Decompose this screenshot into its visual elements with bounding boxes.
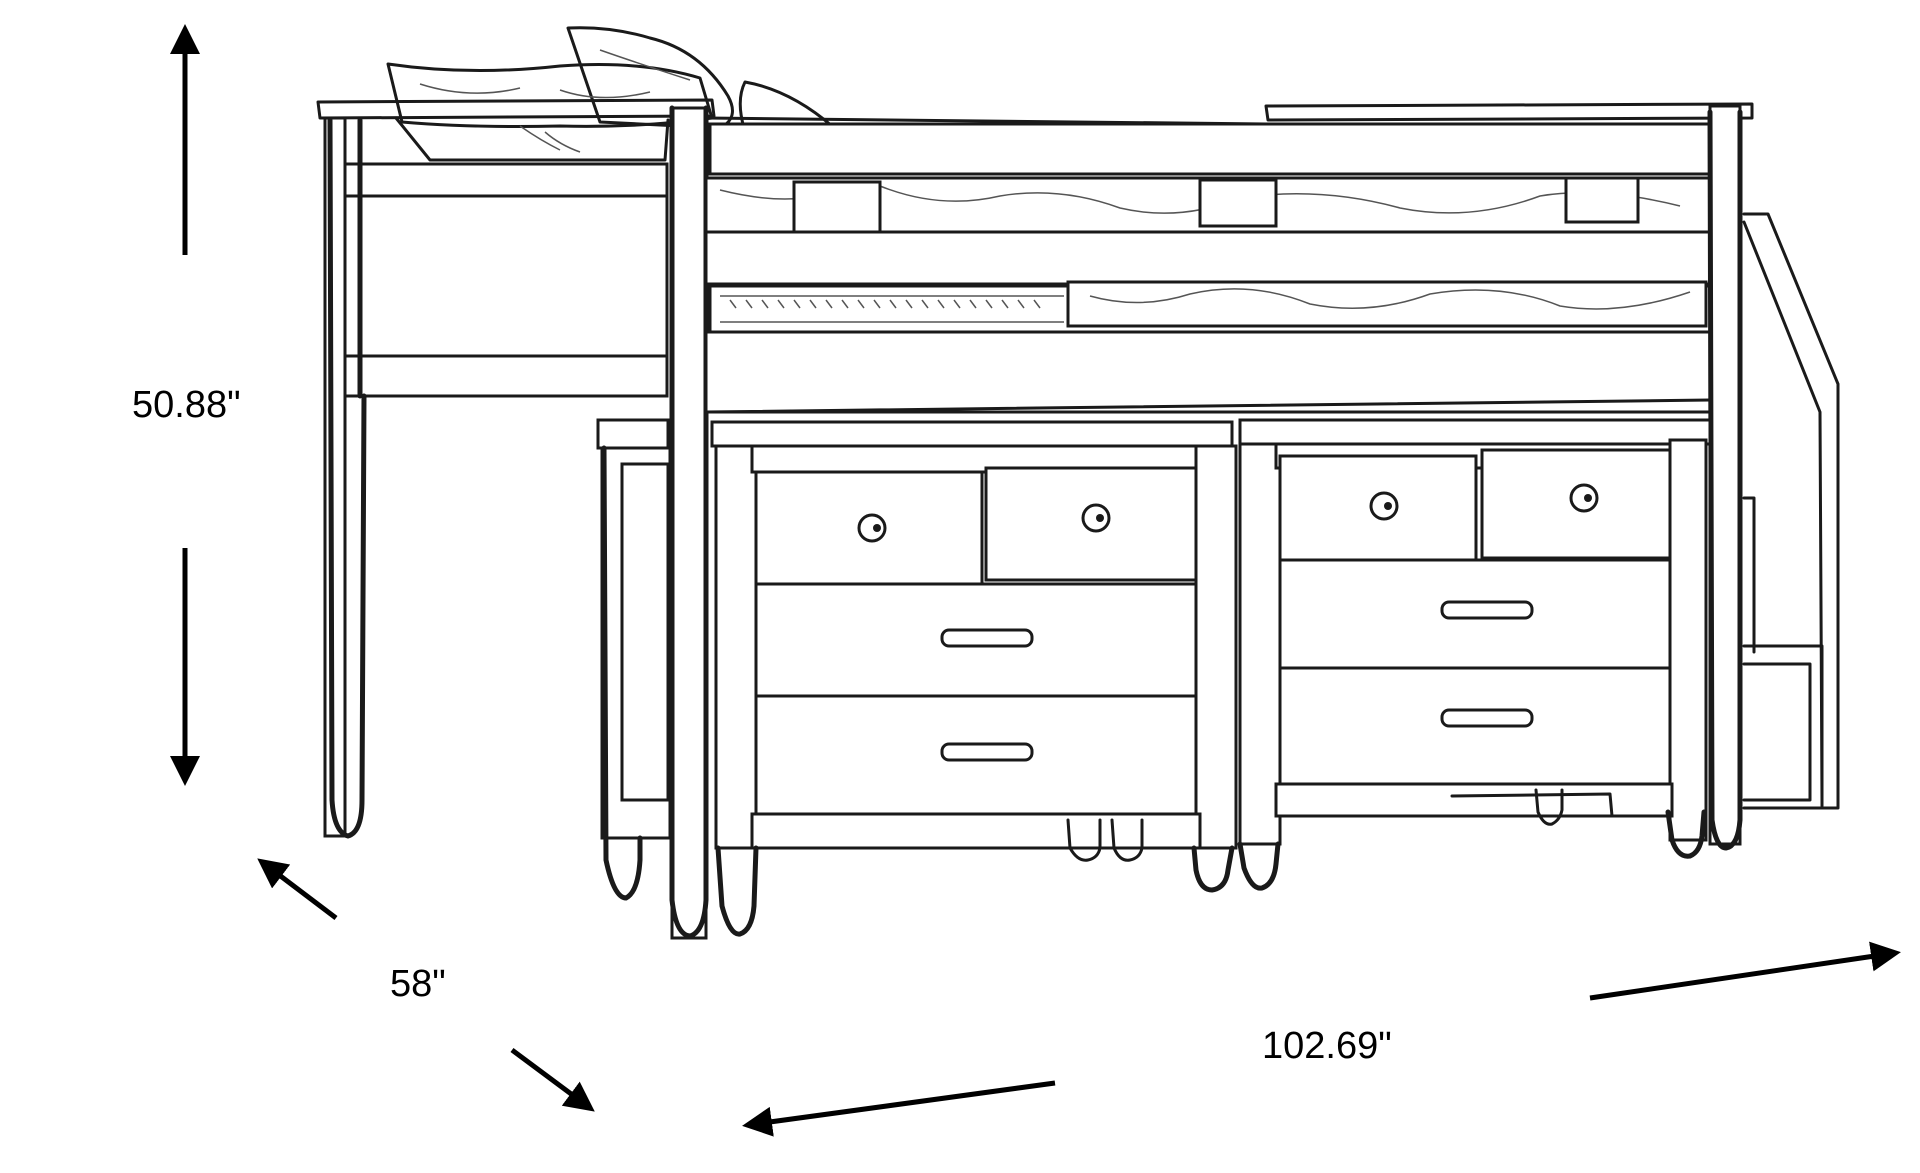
height-dimension-label: 50.88" (132, 384, 241, 426)
depth-dimension-label: 58" (390, 963, 446, 1005)
left-end-frame (316, 98, 716, 839)
drawer-pull (940, 742, 1034, 762)
drawer-pull (1440, 600, 1534, 620)
width-arrow (742, 941, 1901, 1137)
drawer-pull (940, 628, 1034, 648)
right-dresser (1237, 418, 1712, 891)
knob (857, 513, 887, 543)
knob (1369, 491, 1399, 521)
side-drawer-unit (596, 418, 672, 901)
width-dimension-label: 102.69" (1262, 1025, 1392, 1067)
knob (1081, 503, 1111, 533)
depth-arrow (257, 858, 595, 1112)
stairs (1450, 212, 1840, 818)
left-dresser (710, 420, 1238, 937)
front-rail (669, 102, 1754, 940)
knob (1569, 483, 1599, 513)
drawer-pull (1440, 708, 1534, 728)
